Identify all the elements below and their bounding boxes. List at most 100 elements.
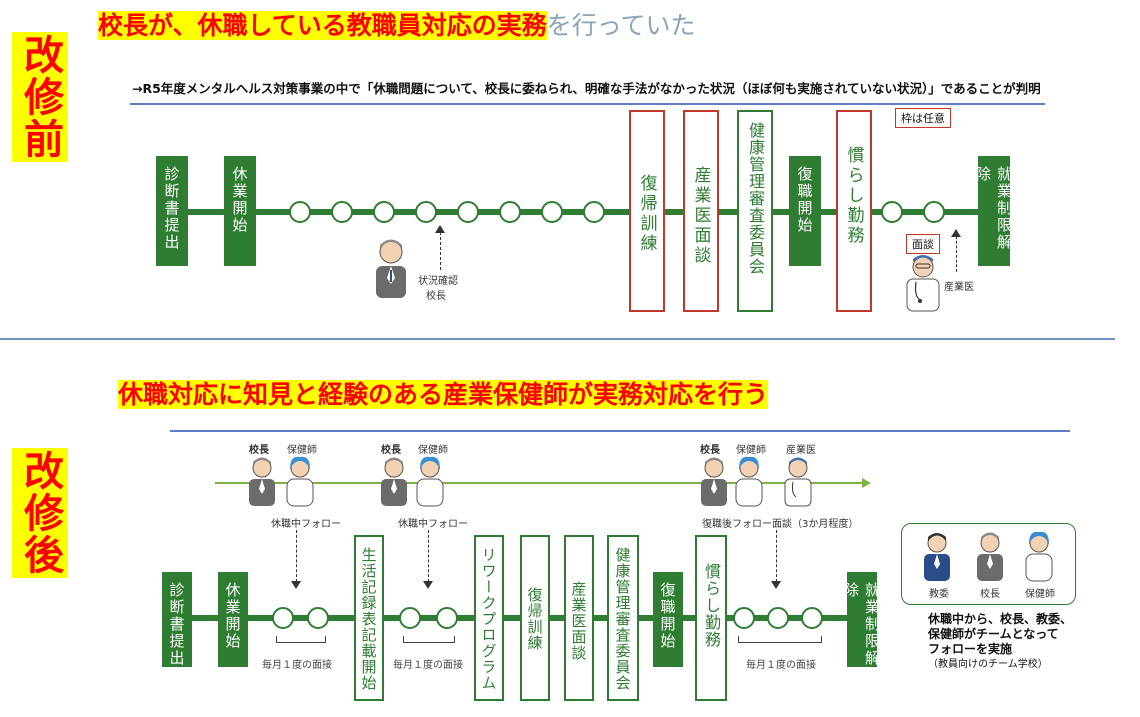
group1-caption: 休職中フォロー xyxy=(271,519,341,530)
after-down-arrowhead-2 xyxy=(423,581,433,589)
after-title: 休職対応に知見と経験のある産業保健師が実務対応を行う xyxy=(118,375,769,411)
after-follow-line xyxy=(215,482,865,484)
team-note-line1: 休職中から、校長、教委、 xyxy=(928,612,1073,626)
before-step-circle xyxy=(881,201,903,223)
after-box-leave-start: 休業開始 xyxy=(218,572,248,667)
monthly-bracket-1 xyxy=(276,636,326,643)
after-down-arrow-3 xyxy=(776,530,777,582)
group2-nurse-label: 保健師 xyxy=(418,445,448,456)
after-box-rework: リワークプログラム xyxy=(474,535,504,701)
before-step-circle xyxy=(457,201,479,223)
section-divider xyxy=(0,338,1115,340)
after-step-circle xyxy=(767,607,789,629)
after-step-circle xyxy=(801,607,823,629)
before-step-circle xyxy=(373,201,395,223)
principal-icon xyxy=(376,239,406,298)
after-step-circle xyxy=(733,607,755,629)
team-principal-icon xyxy=(977,532,1003,581)
doctor-caption: 産業医 xyxy=(944,282,974,293)
group2-principal-icon xyxy=(381,457,407,506)
monthly-bracket-3 xyxy=(738,636,822,643)
before-step-circle xyxy=(331,201,353,223)
team-board-label: 教委 xyxy=(929,589,949,600)
principal-check-arrowhead xyxy=(435,225,445,233)
team-note-line2: 保健師がチームとなって xyxy=(928,627,1059,641)
before-box-leave-start: 休業開始 xyxy=(224,156,256,266)
monthly-bracket-2 xyxy=(403,636,455,643)
monthly-caption-1: 毎月１度の面接 xyxy=(262,660,332,671)
before-step-circle xyxy=(923,201,945,223)
optional-frame-tag: 枠は任意 xyxy=(895,108,951,128)
principal-check-caption: 状況確認 xyxy=(418,276,458,287)
before-box-health-committee: 健康管理審査委員会 xyxy=(737,110,773,312)
group2-principal-label: 校長 xyxy=(381,445,401,456)
occupational-doctor-icon xyxy=(906,255,940,312)
monthly-caption-3: 毎月１度の面接 xyxy=(746,660,816,671)
group2-caption: 休職中フォロー xyxy=(398,519,468,530)
group3-nurse-icon xyxy=(735,456,763,507)
after-down-arrowhead-1 xyxy=(291,581,301,589)
before-title: 校長が、休職している教職員対応の実務を行っていた xyxy=(98,6,696,42)
after-down-arrow-2 xyxy=(428,530,429,582)
team-principal-label: 校長 xyxy=(980,589,1000,600)
before-title-rest: を行っていた xyxy=(546,11,696,40)
after-box-trial-work: 慣らし勤務 xyxy=(695,535,727,701)
before-step-circle xyxy=(289,201,311,223)
after-down-arrow-1 xyxy=(296,530,297,582)
after-box-diagnosis: 診断書提出 xyxy=(162,572,192,667)
monthly-caption-2: 毎月１度の面接 xyxy=(393,660,463,671)
before-step-circle xyxy=(415,201,437,223)
group1-nurse-label: 保健師 xyxy=(287,445,317,456)
after-rule xyxy=(170,430,1070,432)
doctor-arrow xyxy=(956,236,957,272)
group3-doctor-icon xyxy=(784,457,812,507)
principal-caption: 校長 xyxy=(426,291,446,302)
before-box-diagnosis: 診断書提出 xyxy=(156,156,188,266)
group3-caption: 復職後フォロー面談（3か月程度） xyxy=(702,519,859,530)
team-nurse-icon xyxy=(1025,531,1053,582)
before-rule xyxy=(130,103,1045,105)
before-step-circle xyxy=(499,201,521,223)
after-step-circle xyxy=(272,607,294,629)
group1-principal-label: 校長 xyxy=(249,445,269,456)
before-box-restriction-lift: 就業制限解除 xyxy=(974,156,1013,266)
group2-nurse-icon xyxy=(416,456,444,507)
after-box-return-start: 復職開始 xyxy=(653,572,683,667)
team-box xyxy=(901,523,1076,605)
after-down-arrowhead-3 xyxy=(771,581,781,589)
before-step-circle xyxy=(541,201,563,223)
group3-doctor-label: 産業医 xyxy=(786,445,816,456)
after-box-life-record: 生活記録表記載開始 xyxy=(354,535,384,701)
before-box-rehab-training: 復帰訓練 xyxy=(629,110,665,312)
after-step-circle xyxy=(436,607,458,629)
after-title-highlight: 休職対応に知見と経験のある産業保健師が実務対応を行う xyxy=(118,380,769,409)
group3-nurse-label: 保健師 xyxy=(736,445,766,456)
team-note: 休職中から、校長、教委、 保健師がチームとなって フォローを実施 （教員向けのチ… xyxy=(928,612,1072,672)
before-box-return-start: 復職開始 xyxy=(789,156,821,266)
before-timeline xyxy=(160,209,1005,215)
team-board-icon xyxy=(924,533,950,581)
before-side-label: 改修前 xyxy=(12,32,68,162)
after-box-restriction-lift: 就業制限解除 xyxy=(842,572,881,667)
doctor-arrowhead xyxy=(951,229,961,237)
group1-nurse-icon xyxy=(286,456,314,507)
after-box-health-committee: 健康管理審査委員会 xyxy=(607,535,639,701)
before-finding-note: →R5年度メンタルヘルス対策事業の中で「休職問題について、校長に委ねられ、明確な… xyxy=(132,81,1041,96)
group3-principal-label: 校長 xyxy=(700,445,720,456)
after-follow-arrowhead xyxy=(862,478,871,488)
after-step-circle xyxy=(307,607,329,629)
before-box-trial-work: 慣らし勤務 xyxy=(836,110,872,312)
interview-tag: 面談 xyxy=(906,234,940,254)
principal-check-arrow xyxy=(440,232,441,270)
after-box-rehab-training: 復帰訓練 xyxy=(520,535,550,701)
before-title-highlight: 校長が、休職している教職員対応の実務 xyxy=(98,11,547,40)
group3-principal-icon xyxy=(701,457,727,506)
after-side-label: 改修後 xyxy=(12,448,68,578)
team-note-line3: フォローを実施 xyxy=(928,642,1013,656)
group1-principal-icon xyxy=(249,457,275,506)
before-box-occ-doctor: 産業医面談 xyxy=(683,110,719,312)
before-step-circle xyxy=(583,201,605,223)
team-note-line4: （教員向けのチーム学校） xyxy=(928,659,1048,670)
after-step-circle xyxy=(399,607,421,629)
after-box-occ-doctor: 産業医面談 xyxy=(564,535,594,701)
